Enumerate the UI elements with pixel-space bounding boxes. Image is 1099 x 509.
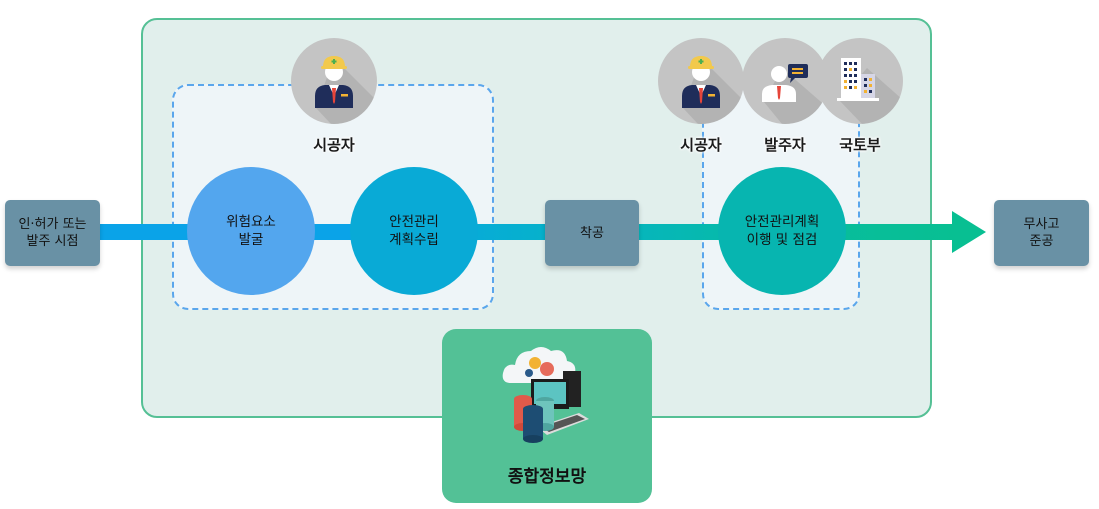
- computer-database-cloud-icon: [502, 347, 589, 443]
- actor-label-contractor: 시공자: [313, 136, 355, 154]
- integrated-info-network-panel: 종합정보망: [442, 329, 652, 503]
- construction-worker-icon: [291, 38, 377, 124]
- step-construction-start: 착공: [545, 200, 639, 266]
- actor-label-client: 발주자: [764, 136, 806, 154]
- step-permit-or-order: 인·허가 또는 발주 시점: [5, 200, 100, 266]
- arrow-head-icon: [952, 211, 986, 253]
- stage-safety-plan: 안전관리 계획수립: [350, 167, 478, 295]
- info-network-label: 종합정보망: [507, 467, 587, 487]
- client-speech-icon: [742, 38, 828, 124]
- actor-label-contractor: 시공자: [680, 136, 722, 154]
- construction-worker-icon: [658, 38, 744, 124]
- stage-hazard-identification: 위험요소 발굴: [187, 167, 315, 295]
- stage-plan-execution-inspection: 안전관리계획 이행 및 점검: [718, 167, 846, 295]
- actor-label-ministry: 국토부: [839, 136, 881, 154]
- building-icon: [817, 38, 903, 124]
- step-accident-free-completion: 무사고 준공: [994, 200, 1089, 266]
